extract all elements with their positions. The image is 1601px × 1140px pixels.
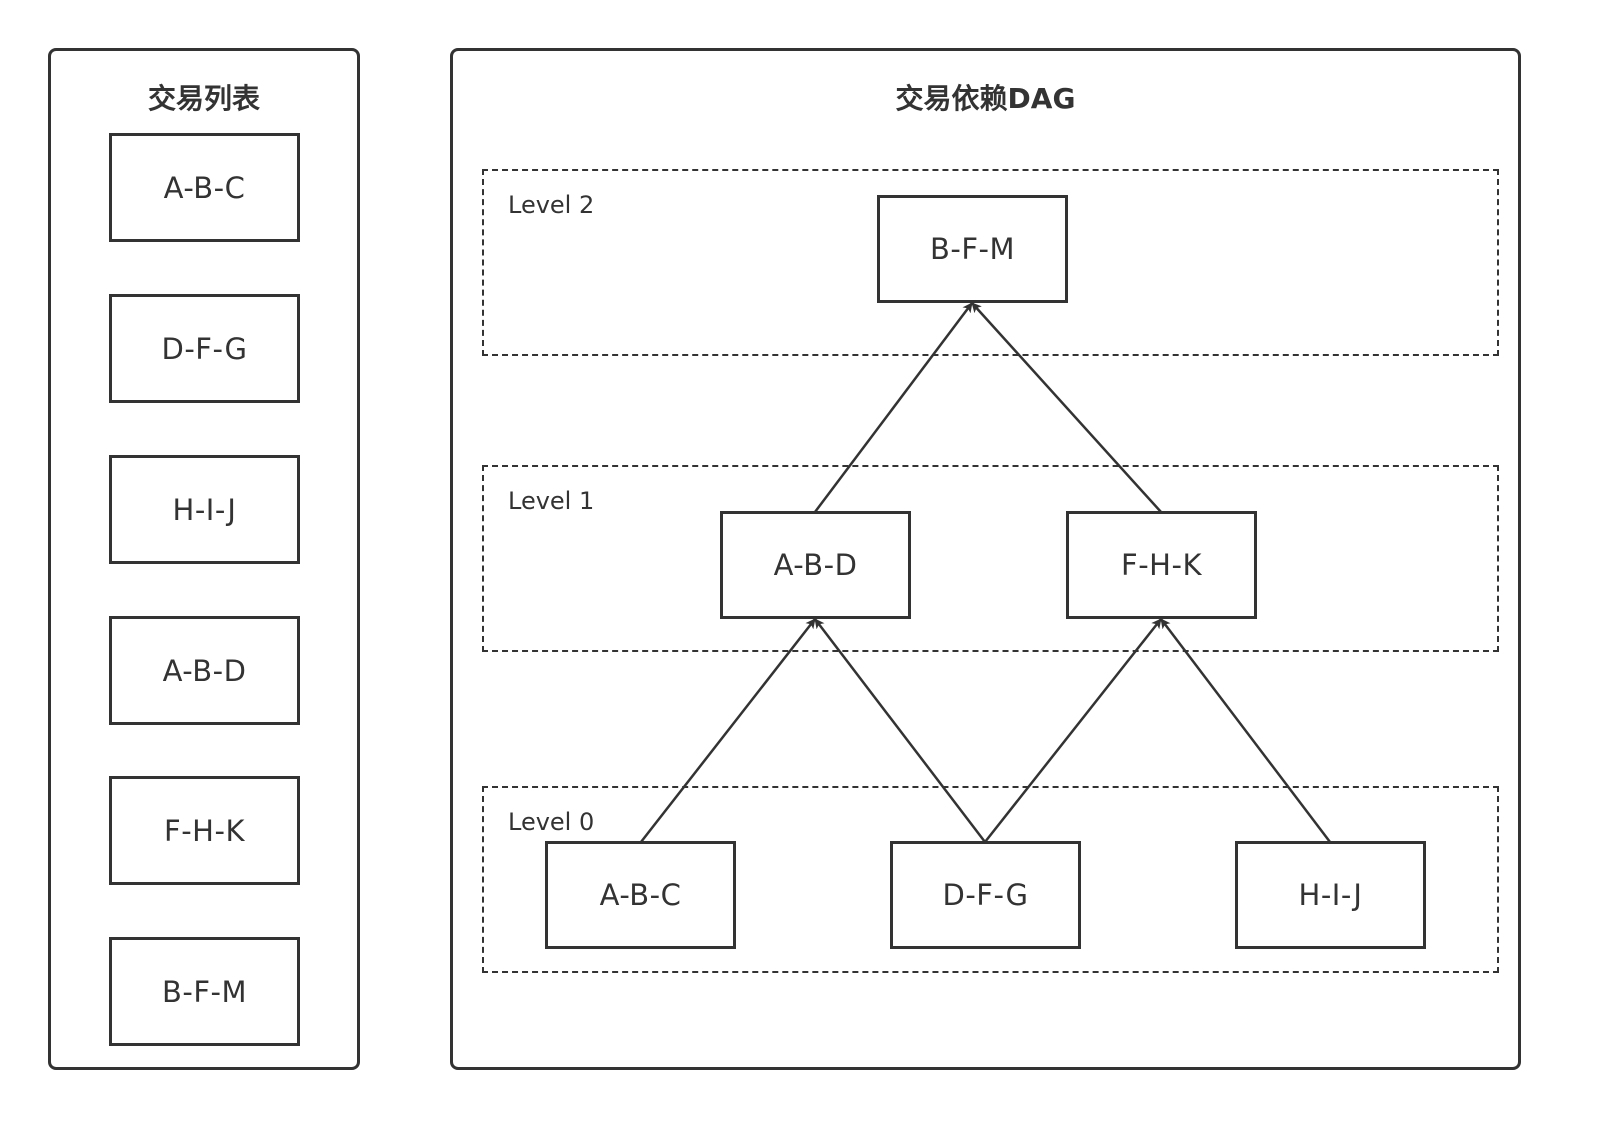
- dag-node-f-h-k: F-H-K: [1066, 511, 1257, 619]
- level-1-group: Level 1: [482, 465, 1499, 652]
- level-label: Level 0: [508, 808, 595, 836]
- edge-hij-to-fhk: [1160, 618, 1331, 843]
- dag-node-a-b-d: A-B-D: [720, 511, 911, 619]
- list-item: B-F-M: [109, 937, 300, 1046]
- edge-dfg-to-fhk: [984, 618, 1162, 843]
- level-label: Level 1: [508, 487, 595, 515]
- edge-abd-to-bfm: [814, 302, 973, 513]
- dag-node-h-i-j: H-I-J: [1235, 841, 1426, 949]
- level-2-group: Level 2: [482, 169, 1499, 356]
- list-item: D-F-G: [109, 294, 300, 403]
- dag-node-a-b-c: A-B-C: [545, 841, 736, 949]
- level-label: Level 2: [508, 191, 595, 219]
- transaction-list-title: 交易列表: [147, 82, 260, 115]
- dag-node-d-f-g: D-F-G: [890, 841, 1081, 949]
- dag-node-b-f-m: B-F-M: [877, 195, 1068, 303]
- transaction-list-panel: 交易列表 A-B-C D-F-G H-I-J A-B-D F-H-K B-F-M: [48, 48, 360, 1070]
- list-item: H-I-J: [109, 455, 300, 564]
- edge-abc-to-abd: [640, 618, 816, 843]
- list-item: A-B-D: [109, 616, 300, 725]
- list-item: A-B-C: [109, 133, 300, 242]
- edge-fhk-to-bfm: [971, 302, 1162, 513]
- edge-dfg-to-abd: [814, 618, 986, 843]
- level-0-group: Level 0: [482, 786, 1499, 973]
- dag-title: 交易依赖DAG: [895, 82, 1076, 115]
- list-item: F-H-K: [109, 776, 300, 885]
